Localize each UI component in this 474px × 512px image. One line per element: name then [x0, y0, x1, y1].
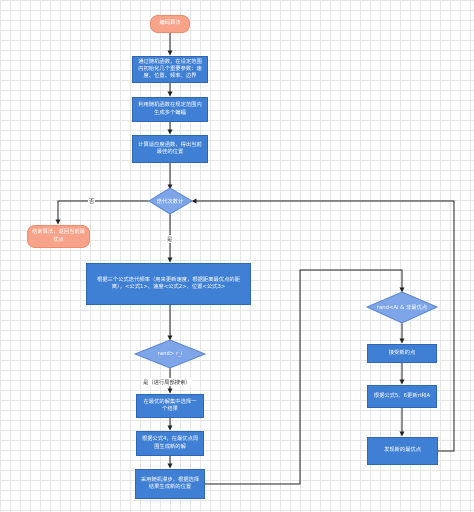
- edge-loop-end: [55, 200, 149, 225]
- loop-decision-label: 迭代次数计: [156, 199, 184, 205]
- decision-rand-ai-shape: [365, 291, 439, 324]
- select-node: 在最优的解集中选择一个结果: [136, 394, 204, 418]
- randomwalk-node: 采用随机漫步，根据选择结果生成新的位置: [135, 469, 205, 499]
- found-node: 发现新的最优点: [367, 437, 438, 465]
- update-node: 根据三个公式迭代频率（用来更新速度，根据距离最优点的距离），<公式1>、速度<公…: [86, 263, 251, 305]
- start-node: 编码算法: [150, 15, 190, 33]
- generate-node: 利用随机函数在规定范围内生成多个蝙蝠: [132, 97, 208, 122]
- edge-found-loop: [191, 198, 455, 452]
- edge-label-yes-local: 是（进行局部搜索）: [142, 378, 192, 386]
- accept-node: 接受新的点: [367, 344, 437, 363]
- formula4-node: 根据公式4，在最优点周围生成新的解: [136, 431, 204, 456]
- fitness-node: 计算适应度函数，得出当前最佳的位置: [132, 135, 208, 163]
- edge-randomwalk-randai: [205, 269, 405, 485]
- end-node: 结束算法，返回当前最优点: [27, 225, 90, 248]
- init-node: 通过随机函数，在设定范围内初始化几个重要参数：速度、位置、频率、边界: [132, 56, 208, 83]
- edge-label-yes: 是: [166, 235, 174, 243]
- formula56-node: 根据公式5、6更新ri和A: [367, 385, 437, 408]
- edge-label-no: 否: [88, 197, 96, 205]
- decision-rand-ri-shape: [133, 339, 207, 369]
- rand-ai-decision-label: rand<Ai & 非最优点: [376, 305, 428, 311]
- rand-ri-decision-label: rand> r_i: [157, 351, 183, 357]
- decision-loop-shape: [148, 187, 193, 215]
